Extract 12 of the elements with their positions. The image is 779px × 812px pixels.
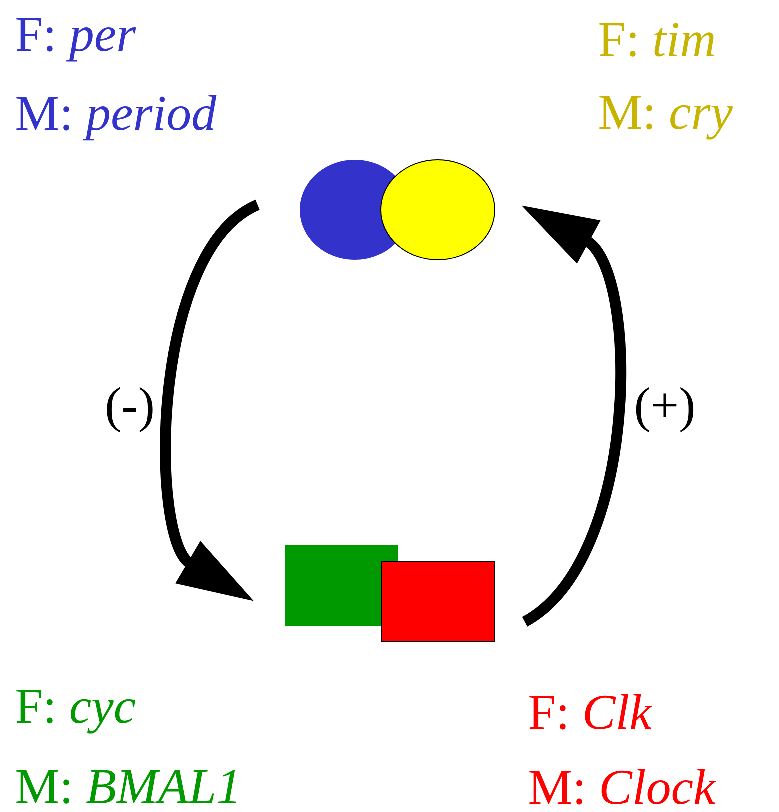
- gene-label: M: Clock: [530, 769, 716, 805]
- edge-label: (-): [103, 385, 157, 435]
- gene-label: M: period: [16, 95, 217, 141]
- gene-label: F: cyc: [16, 690, 136, 734]
- gene-label: M: cry: [600, 96, 733, 140]
- edge-label: (+): [632, 385, 698, 435]
- gene-label: F: per: [16, 18, 136, 62]
- rectangle-shape: [381, 562, 495, 642]
- gene-label: F: Clk: [530, 694, 653, 730]
- gene-label: F: tim: [600, 23, 714, 57]
- gene-label: M: BMAL1: [16, 770, 236, 804]
- ellipse-shape: [380, 160, 496, 260]
